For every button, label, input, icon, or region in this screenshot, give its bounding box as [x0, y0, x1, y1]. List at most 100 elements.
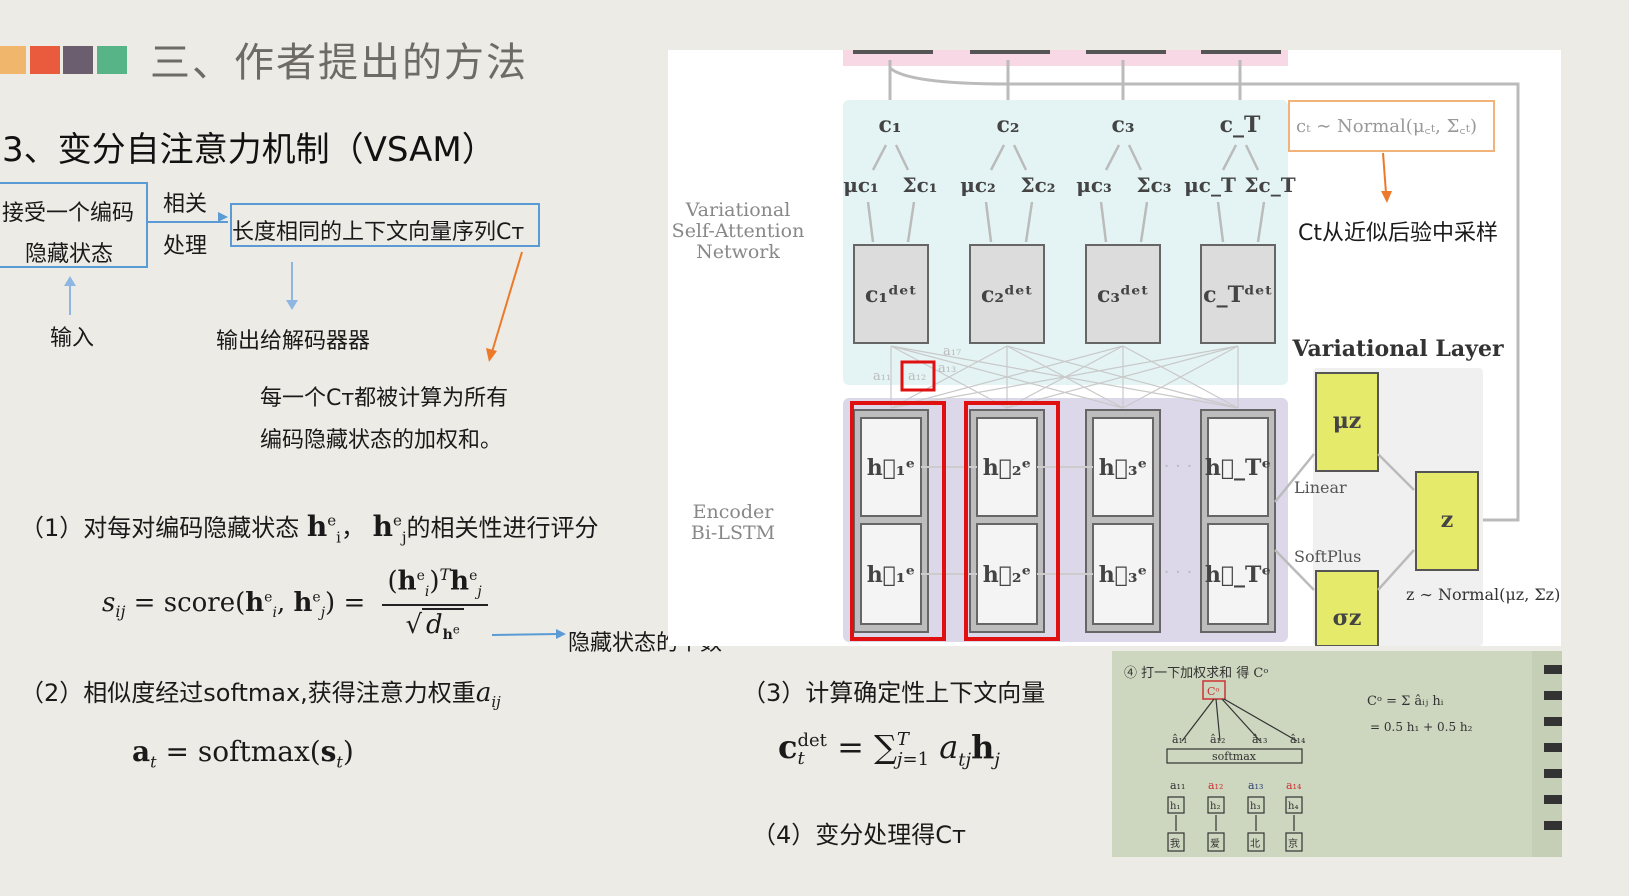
output-label: 输出给解码器器 — [216, 329, 371, 354]
input-box-line2: 隐藏状态 — [25, 242, 114, 267]
formula-fraction: (hei)Thej √dhe — [381, 565, 488, 643]
note-line2: 编码隐藏状态的加权和。 — [260, 428, 503, 453]
c-label-T: c_T — [1220, 112, 1261, 138]
var-layer-title: Variational Layer — [1291, 336, 1503, 362]
nb-softmax-box — [1166, 748, 1303, 764]
formula-softmax: at = softmax(st) — [132, 735, 354, 772]
nb-a-1: a₁₁ — [1170, 779, 1185, 792]
deco-square-3 — [63, 46, 93, 74]
nb-w-4: 京 — [1288, 837, 1298, 850]
hf-label-T: h⃗_Tᵉ — [1205, 455, 1271, 481]
a17-label: a₁₇ — [943, 344, 961, 359]
output-box-text: 长度相同的上下文向量序列Cт — [232, 220, 525, 245]
mu-label-1: μc₁ — [843, 173, 879, 197]
formula-score: sij = score(hei, hej) = (hei)Thej √dhe — [102, 565, 488, 643]
step1-suffix: 的相关性进行评分 — [406, 514, 599, 542]
sample-label: Ct从近似后验中采样 — [1298, 221, 1498, 246]
hf-box-3 — [1092, 417, 1154, 517]
mu-z-label: μz — [1333, 408, 1362, 434]
cdet-box-T — [1200, 244, 1276, 344]
c-label-1: c₁ — [878, 112, 901, 138]
sample-formula: cₜ ∼ Normal(μ꜀ₜ, Σ꜀ₜ) — [1296, 116, 1477, 137]
f3-sum: ∑ — [874, 728, 897, 766]
hidden-count-arrow — [491, 629, 566, 639]
step4-label: （4）变分处理得Cт — [752, 821, 967, 849]
sigma-z-box — [1315, 570, 1379, 646]
vsam-architecture-diagram: Variational Self-Attention Network Encod… — [668, 50, 1561, 646]
a13-label: a₁₃ — [938, 361, 956, 376]
f1-score: = score( — [125, 588, 246, 619]
deco-square-4 — [97, 46, 127, 74]
nb-ahat-1: â₁₁ — [1172, 733, 1187, 746]
z-label: z — [1441, 507, 1454, 533]
cdet-box-1 — [853, 244, 929, 344]
step2-line: （2）相似度经过softmax,获得注意力权重aij — [20, 678, 501, 712]
hf-label-2: h⃗₂ᵉ — [983, 455, 1032, 481]
sa-label-2: Self-Attention — [672, 220, 805, 242]
nb-formula: Cᵒ = Σ âᵢⱼ hᵢ — [1367, 694, 1444, 709]
encoder-highlight-1 — [850, 401, 946, 641]
z-normal-formula: z ∼ Normal(μz, Σz) — [1406, 585, 1560, 604]
hf-label-3: h⃗₃ᵉ — [1099, 455, 1148, 481]
hb-label-3: h⃖₃ᵉ — [1099, 562, 1148, 588]
f3-c: c — [778, 728, 798, 766]
nb-title: ④ 打一下加权求和 得 Cᵒ — [1124, 665, 1268, 681]
f3-h: h — [971, 728, 995, 766]
hb-label-2: h⃖₂ᵉ — [983, 562, 1032, 588]
mu-z-box — [1315, 372, 1379, 472]
nb-a-3: a₁₃ — [1248, 779, 1263, 792]
encoder-highlight-2 — [964, 401, 1060, 641]
nb-w-1: 我 — [1170, 838, 1180, 850]
nb-ahat-2: â₁₂ — [1210, 733, 1225, 746]
f2-close: ) — [342, 735, 354, 768]
a11-label: a₁₁ — [873, 369, 891, 384]
hf-box-2 — [976, 417, 1038, 517]
f1-close: ) = — [325, 588, 366, 619]
input-box — [0, 182, 148, 268]
deco-square-1 — [0, 46, 26, 74]
output-box — [230, 203, 540, 247]
f2-s: s — [320, 735, 337, 768]
notebook-photo: ④ 打一下加权求和 得 Cᵒ Cᵒ Cᵒ = Σ âᵢⱼ hᵢ = 0.5 h₁… — [1112, 651, 1562, 857]
nb-a-4: a₁₄ — [1286, 779, 1302, 792]
cdet-label-3: c₃ᵈᵉᵗ — [1097, 282, 1149, 308]
nb-h-4: h₄ — [1288, 801, 1298, 812]
sigma-label-T: Σc_T — [1244, 173, 1295, 197]
input-label: 输入 — [50, 326, 95, 351]
hb-label-T: h⃖_Tᵉ — [1205, 562, 1271, 588]
step1-label: （1）对每对编码隐藏状态 — [20, 514, 300, 542]
cdet-label-2: c₂ᵈᵉᵗ — [981, 282, 1033, 308]
sa-network-region — [843, 100, 1288, 385]
cdet-label-1: c₁ᵈᵉᵗ — [865, 282, 917, 308]
f1-s: s — [102, 588, 116, 619]
hb-box-3 — [1092, 523, 1154, 625]
enc-label-1: Encoder — [693, 501, 775, 523]
step3-label: （3）计算确定性上下文向量 — [742, 679, 1046, 707]
f3-a: a — [929, 728, 959, 766]
sample-formula-box — [1288, 100, 1495, 152]
mu-label-T: μc_T — [1184, 173, 1236, 197]
note-line1: 每一个Cт都被计算为所有 — [260, 386, 509, 411]
nb-ahat-3: â₁₃ — [1252, 733, 1267, 746]
nb-h-1: h₁ — [1170, 801, 1180, 812]
nb-ahat-4: â₁₄ — [1290, 733, 1306, 746]
sigma-label-3: Σc₃ — [1136, 173, 1171, 197]
f1-comma: , — [276, 588, 294, 619]
hb-box-2 — [976, 523, 1038, 625]
z-box — [1415, 471, 1479, 571]
sigma-label-1: Σc₁ — [902, 173, 937, 197]
hi-symbol: hei — [306, 510, 341, 547]
relate-label-2: 处理 — [163, 234, 208, 259]
softplus-label: SoftPlus — [1294, 547, 1361, 566]
step1-mid: ， — [340, 514, 365, 542]
cdet-box-2 — [969, 244, 1045, 344]
f2-a: a — [132, 735, 151, 768]
linear-label: Linear — [1294, 478, 1347, 497]
cdet-box-3 — [1085, 244, 1161, 344]
mu-label-2: μc₂ — [960, 173, 996, 197]
hf-box-T — [1207, 417, 1269, 517]
sa-label-3: Network — [696, 241, 780, 263]
nb-softmax: softmax — [1212, 750, 1257, 763]
c-label-3: c₃ — [1111, 112, 1134, 138]
